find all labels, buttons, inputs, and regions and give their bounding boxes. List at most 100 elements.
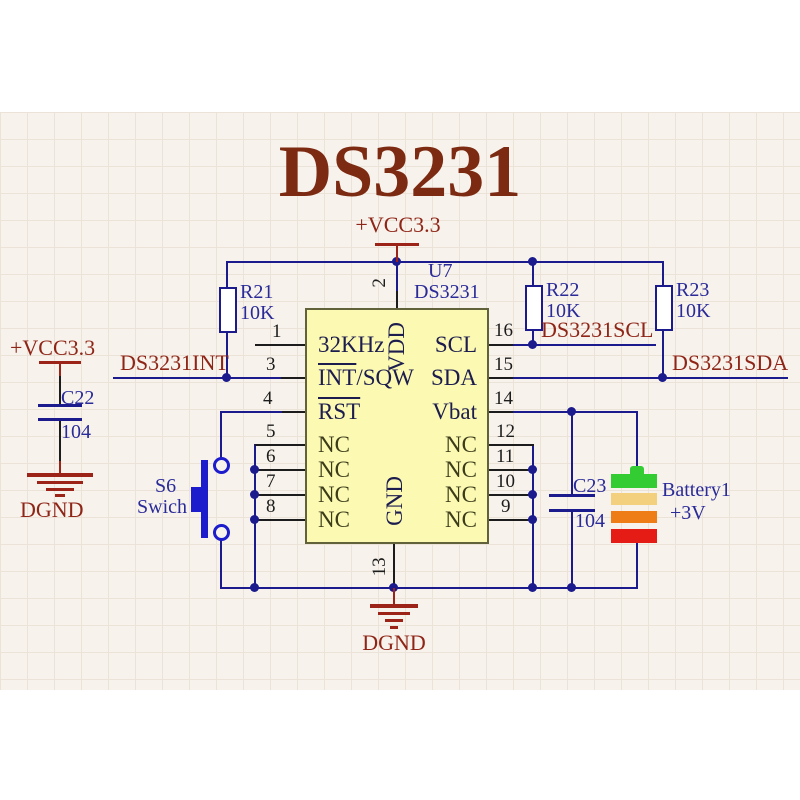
junction-dot (222, 373, 231, 382)
junction-dot (250, 490, 259, 499)
dgnd-left-label: DGND (20, 497, 84, 522)
ground-bar (390, 626, 398, 629)
switch-designator: S6 (155, 475, 177, 497)
wire (636, 411, 638, 468)
junction-dot (250, 515, 259, 524)
pin-wire (255, 494, 307, 496)
battery-voltage: +3V (670, 502, 706, 524)
pin-name-nc: NC (445, 457, 477, 482)
pin-wire (255, 344, 307, 346)
pin-number-1: 1 (272, 321, 282, 342)
ic-body (305, 308, 489, 544)
junction-dot (528, 257, 537, 266)
battery-terminal (630, 466, 644, 475)
pin-number-15: 15 (494, 354, 513, 375)
wire (220, 411, 282, 413)
wire (59, 421, 61, 461)
ground-bar (37, 481, 83, 484)
pin-name-overline: RST (318, 399, 361, 424)
pin-number-14: 14 (494, 388, 513, 409)
junction-dot (528, 490, 537, 499)
battery-bar-tan (611, 493, 657, 505)
ground-stem (393, 588, 395, 605)
pin-wire (487, 444, 534, 446)
r22-designator: R22 (546, 279, 580, 301)
capacitor-plate (549, 494, 595, 497)
switch-contact (213, 457, 230, 474)
battery-bar-green (611, 474, 657, 488)
wire (59, 376, 61, 404)
vcc-power-stem (59, 363, 61, 377)
vcc-power-bar (375, 243, 419, 246)
r22-value: 10K (546, 300, 581, 322)
pin-name-nc: NC (318, 432, 350, 457)
wire (220, 587, 638, 589)
wire (571, 512, 573, 589)
ground-bar (378, 612, 410, 615)
switch-actuator (191, 487, 201, 512)
wire (396, 261, 398, 291)
pin-wire (396, 291, 398, 308)
pin-number-16: 16 (494, 320, 513, 341)
pin-number-8: 8 (266, 496, 276, 517)
pin-name-nc: NC (318, 482, 350, 507)
pin-wire (255, 519, 307, 521)
vcc-top-label: +VCC3.3 (355, 212, 441, 237)
vcc-power-stem (396, 245, 398, 262)
ground-bar (370, 604, 418, 608)
junction-dot (528, 340, 537, 349)
wire (226, 261, 664, 263)
pin-name-nc: NC (445, 507, 477, 532)
pin-number-6: 6 (266, 446, 276, 467)
capacitor-plate (38, 404, 82, 407)
pin-number-5: 5 (266, 421, 276, 442)
dgnd-bottom-label: DGND (362, 630, 426, 655)
net-label-int: DS3231INT (120, 350, 229, 375)
pin-number-10: 10 (496, 471, 515, 492)
junction-dot (250, 465, 259, 474)
switch-contact (213, 524, 230, 541)
r21-value: 10K (240, 302, 275, 324)
pin-name-text: /SQW (356, 365, 414, 390)
pin-wire (255, 469, 307, 471)
wire (512, 377, 788, 379)
switch-label: Swich (137, 496, 187, 518)
pin-number-2: 2 (369, 278, 391, 288)
ground-stem (59, 461, 61, 474)
pin-wire (487, 469, 534, 471)
pin-wire (393, 542, 395, 589)
pin-wire (487, 344, 513, 346)
junction-dot (658, 373, 667, 382)
resistor-r22 (525, 285, 543, 331)
ground-bar (46, 488, 74, 491)
pin-name-nc: NC (445, 482, 477, 507)
wire (220, 540, 222, 589)
junction-dot (389, 583, 398, 592)
wire (636, 542, 638, 589)
ground-bar (385, 619, 403, 622)
pin-name-text: 32KHz (318, 332, 385, 357)
battery-bar-orange (611, 511, 657, 523)
pin-wire (487, 519, 534, 521)
ground-bar (55, 494, 65, 497)
pin-name-rst: RST (318, 400, 360, 424)
r23-designator: R23 (676, 279, 710, 301)
pin-number-4: 4 (263, 388, 273, 409)
net-label-scl: DS3231SCL (541, 317, 654, 342)
capacitor-plate (549, 509, 595, 512)
junction-dot (567, 407, 576, 416)
pin-name-nc: NC (318, 457, 350, 482)
pin-wire (487, 494, 534, 496)
c22-designator: C22 (61, 387, 95, 409)
pin-name-vbat: Vbat (432, 399, 477, 424)
wire (113, 377, 281, 379)
wire (512, 344, 656, 346)
c23-value: 104 (575, 510, 605, 532)
capacitor-plate (38, 418, 82, 421)
r23-value: 10K (676, 300, 711, 322)
junction-dot (528, 465, 537, 474)
junction-dot (528, 515, 537, 524)
schematic-title: DS3231 (278, 131, 522, 213)
ground-bar (27, 473, 93, 477)
